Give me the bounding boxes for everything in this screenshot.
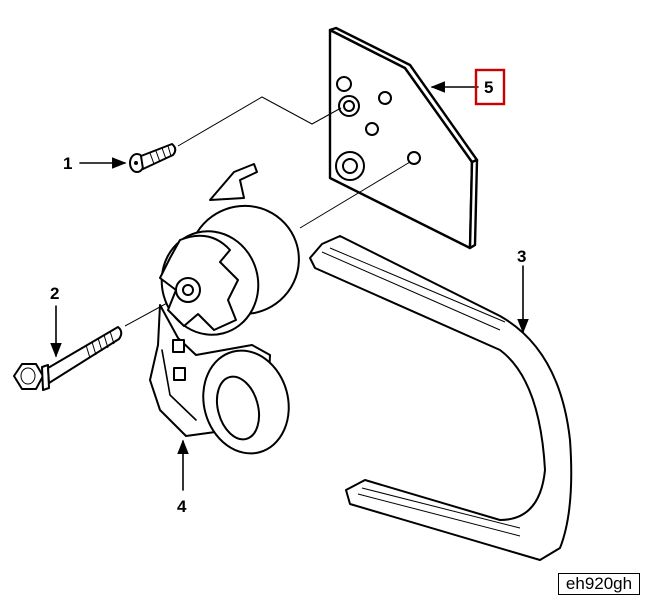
callout-4-label: 4 — [177, 497, 187, 516]
callout-3-label: 3 — [517, 247, 526, 266]
leader-bolt1-to-plate — [177, 96, 342, 147]
callout-5-label: 5 — [484, 78, 493, 97]
callout-5-highlight-box — [474, 68, 506, 106]
belt-tensioner — [149, 163, 300, 455]
drawing-reference-code: eh920gh — [558, 573, 640, 595]
leader-tensioner-to-plate — [299, 161, 411, 229]
callout-2-label: 2 — [50, 284, 59, 303]
countersunk-screw — [129, 143, 177, 173]
hex-bolt — [13, 326, 123, 391]
callout-1-label: 1 — [63, 154, 72, 173]
drive-belt — [309, 235, 573, 561]
mounting-plate — [328, 26, 479, 250]
